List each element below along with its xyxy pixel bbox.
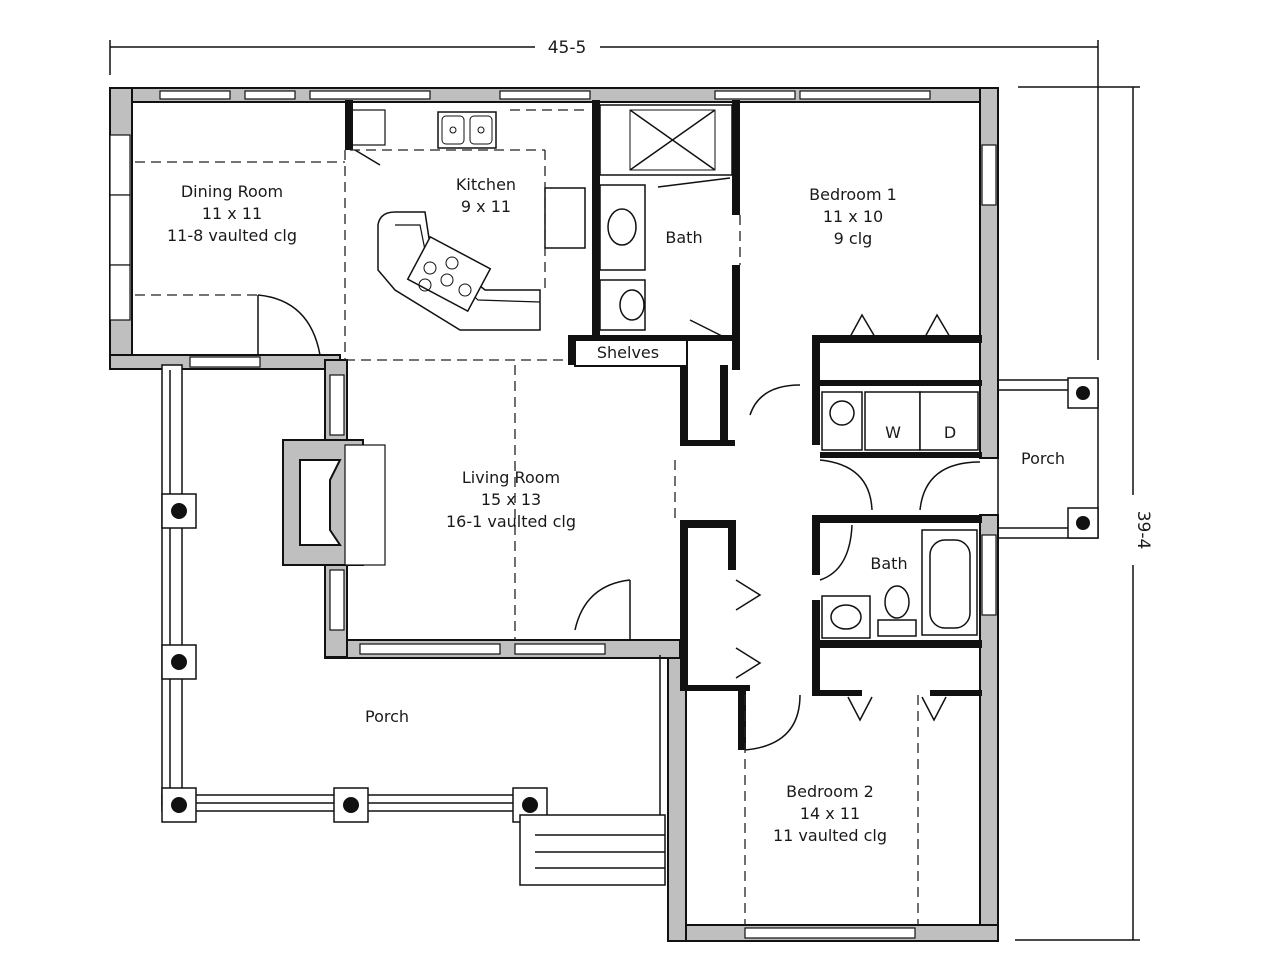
dining-room-size: 11 x 11 (202, 204, 262, 223)
bath1-name: Bath (665, 228, 702, 247)
depth-label: 39-4 (1133, 511, 1153, 550)
side-porch (997, 377, 1099, 539)
living-room-note: 16-1 vaulted clg (446, 512, 576, 531)
door-swings (257, 149, 981, 751)
dryer-label: D (944, 423, 956, 442)
living-room-name: Living Room (462, 468, 560, 487)
dashed-lines (135, 109, 919, 925)
side-porch-name: Porch (1021, 449, 1065, 468)
depth-dimension: 39-4 (1015, 86, 1153, 941)
interior-walls (345, 100, 982, 750)
bath2-name: Bath (870, 554, 907, 573)
windows (109, 90, 997, 939)
kitchen-size: 9 x 11 (461, 197, 511, 216)
bath2-fixtures (821, 529, 978, 639)
bath1-fixtures (599, 104, 733, 331)
front-porch (161, 364, 666, 886)
shelves-label: Shelves (597, 343, 659, 362)
kitchen-name: Kitchen (456, 175, 516, 194)
living-room-size: 15 x 13 (481, 490, 541, 509)
bedroom1-note: 9 clg (834, 229, 873, 248)
kitchen-fixtures (349, 109, 586, 331)
width-label: 45-5 (548, 38, 587, 58)
bedroom2-name: Bedroom 2 (786, 782, 874, 801)
bedroom1-size: 11 x 10 (823, 207, 883, 226)
bedroom2-size: 14 x 11 (800, 804, 860, 823)
width-dimension: 45-5 (109, 38, 1099, 360)
washer-label: W (885, 423, 901, 442)
room-labels: Dining Room 11 x 11 11-8 vaulted clg Kit… (167, 175, 1065, 845)
laundry: W D (821, 391, 979, 451)
shelves-box: Shelves (574, 339, 688, 367)
dining-room-name: Dining Room (181, 182, 283, 201)
bedroom1-name: Bedroom 1 (809, 185, 897, 204)
front-porch-name: Porch (365, 707, 409, 726)
fireplace (299, 444, 386, 566)
dining-room-note: 11-8 vaulted clg (167, 226, 297, 245)
bedroom2-note: 11 vaulted clg (773, 826, 887, 845)
